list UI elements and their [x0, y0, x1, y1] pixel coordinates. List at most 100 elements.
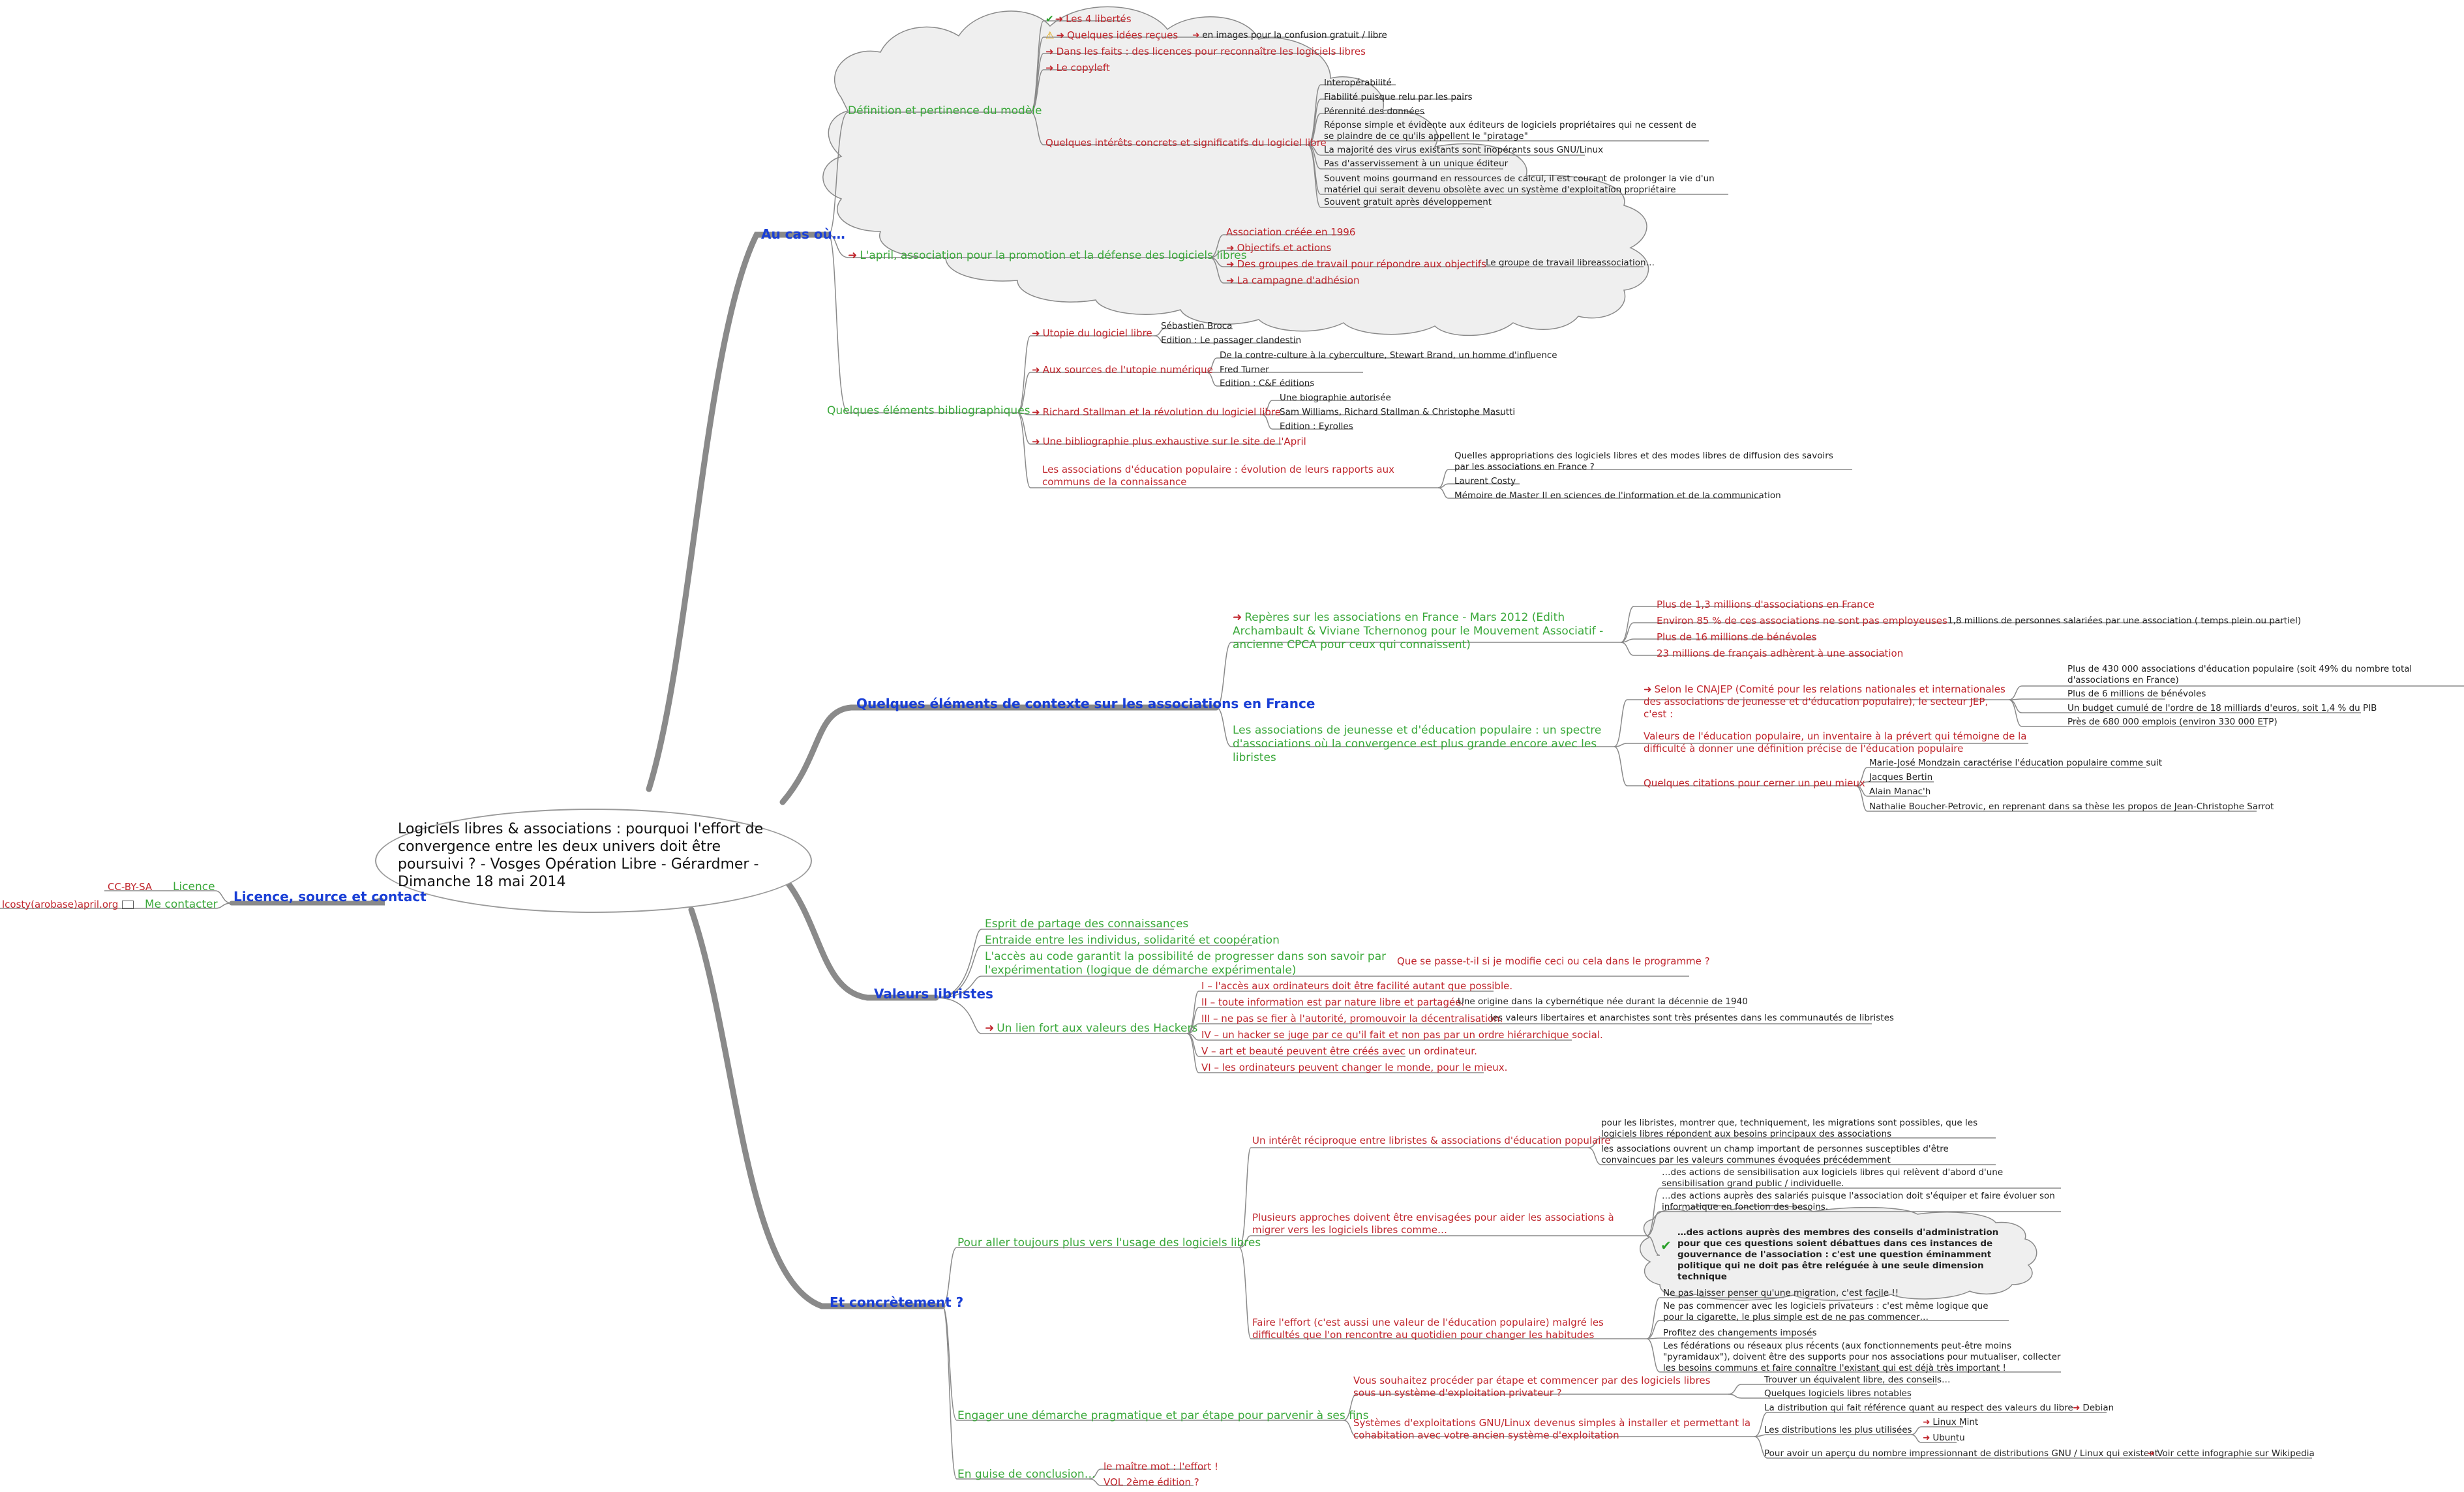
topic-hackers[interactable]: ➜Un lien fort aux valeurs des Hackers: [985, 1022, 1198, 1035]
topic-acces-code[interactable]: L'accès au code garantit la possibilité …: [985, 950, 1387, 977]
topic-idees-recues[interactable]: ⚠➜Quelques idées reçues: [1045, 29, 1179, 41]
leaf-interoperabilite[interactable]: Interopérabilité: [1324, 78, 1392, 88]
topic-hacker-6[interactable]: VI – les ordinateurs peuvent changer le …: [1201, 1062, 1508, 1073]
topic-interets[interactable]: Quelques intérêts concrets et significat…: [1045, 137, 1327, 149]
topic-hacker-4[interactable]: IV – un hacker se juge par ce qu'il fait…: [1201, 1029, 1603, 1041]
leaf-appropriations[interactable]: Quelles appropriations des logiciels lib…: [1454, 451, 1833, 472]
arrow-link-icon[interactable]: ➜: [1923, 1433, 1931, 1443]
leaf-6-millions[interactable]: Plus de 6 millions de bénévoles: [2067, 689, 2206, 699]
leaf-18-millions[interactable]: 1,8 millions de personnes salariées par …: [1947, 616, 2302, 626]
topic-objectifs[interactable]: ➜Objectifs et actions: [1226, 242, 1332, 254]
leaf-equivalent-libre[interactable]: Trouver un équivalent libre, des conseil…: [1764, 1375, 1951, 1385]
leaf-mondzain[interactable]: Marie-José Mondzain caractérise l'éducat…: [1869, 758, 2163, 768]
leaf-asservissement[interactable]: Pas d'asservissement à un unique éditeur: [1324, 158, 1509, 169]
leaf-budget[interactable]: Un budget cumulé de l'ordre de 18 millia…: [2067, 703, 2377, 713]
topic-demarche-pragmatique[interactable]: Engager une démarche pragmatique et par …: [957, 1409, 1369, 1422]
leaf-cc-by-sa[interactable]: CC-BY-SA: [108, 881, 153, 893]
topic-maitre-mot[interactable]: le maître mot : l'effort !: [1104, 1461, 1218, 1472]
topic-hacker-3[interactable]: III – ne pas se fier à l'autorité, promo…: [1201, 1013, 1503, 1024]
arrow-link-icon[interactable]: ➜: [1045, 46, 1054, 57]
topic-valeurs-prevert[interactable]: Valeurs de l'éducation populaire, un inv…: [1644, 730, 2027, 754]
topic-hacker-2[interactable]: II – toute information est par nature li…: [1201, 996, 1465, 1008]
leaf-associations-ouvrent[interactable]: les associations ouvrent un champ import…: [1601, 1144, 1949, 1165]
branch-licence[interactable]: Licence, source et contact: [233, 889, 427, 904]
topic-faire-effort[interactable]: Faire l'effort (c'est aussi une valeur d…: [1252, 1317, 1604, 1341]
leaf-changements-imposes[interactable]: Profitez des changements imposés: [1663, 1328, 1817, 1338]
leaf-cigarette[interactable]: Ne pas commencer avec les logiciels priv…: [1663, 1301, 1989, 1322]
topic-utopie[interactable]: ➜Utopie du logiciel libre: [1032, 327, 1152, 339]
leaf-apercu-distributions[interactable]: Pour avoir un aperçu du nombre impressio…: [1764, 1448, 2159, 1459]
leaf-virus[interactable]: La majorité des virus existants sont ino…: [1324, 145, 1604, 155]
topic-me-contacter[interactable]: Me contacter: [145, 898, 218, 911]
leaf-turner[interactable]: Fred Turner: [1220, 365, 1269, 375]
topic-gnu-linux[interactable]: Systèmes d'exploitations GNU/Linux deven…: [1353, 1417, 1751, 1441]
topic-conclusion[interactable]: En guise de conclusion…: [957, 1468, 1096, 1481]
leaf-piratage[interactable]: Réponse simple et évidente aux éditeurs …: [1324, 120, 1696, 142]
arrow-link-icon[interactable]: ➜: [1056, 29, 1065, 41]
leaf-costy[interactable]: Laurent Costy: [1454, 476, 1516, 486]
arrow-link-icon[interactable]: ➜: [1233, 611, 1242, 624]
topic-association-1996[interactable]: Association créée en 1996: [1226, 226, 1356, 238]
leaf-manach[interactable]: Alain Manac'h: [1869, 786, 1931, 797]
central-topic-bubble[interactable]: [375, 809, 812, 913]
leaf-conseils-administration[interactable]: ✔…des actions auprès des membres des con…: [1660, 1227, 1999, 1282]
arrow-link-icon[interactable]: ➜: [2147, 1448, 2155, 1459]
arrow-link-icon[interactable]: ➜: [1032, 436, 1040, 447]
topic-en-images[interactable]: ➜en images pour la confusion gratuit / l…: [1192, 30, 1387, 40]
topic-partage[interactable]: Esprit de partage des connaissances: [985, 918, 1189, 931]
topic-23-millions[interactable]: 23 millions de français adhèrent à une a…: [1657, 648, 1904, 659]
topic-stallman[interactable]: ➜Richard Stallman et la révolution du lo…: [1032, 406, 1281, 418]
topic-copyleft[interactable]: ➜Le copyleft: [1045, 62, 1110, 74]
leaf-contre-culture[interactable]: De la contre-culture à la cyberculture, …: [1220, 350, 1557, 361]
leaf-salaries[interactable]: …des actions auprès des salariés puisque…: [1662, 1191, 2055, 1212]
leaf-emplois[interactable]: Près de 680 000 emplois (environ 330 000…: [2067, 717, 2277, 727]
topic-reperes[interactable]: ➜Repères sur les associations en France …: [1233, 611, 1604, 651]
leaf-boucher-petrovic[interactable]: Nathalie Boucher-Petrovic, en reprenant …: [1869, 801, 2274, 812]
branch-concretement[interactable]: Et concrètement ?: [830, 1294, 964, 1310]
leaf-libertaires[interactable]: les valeurs libertaires et anarchistes s…: [1490, 1013, 1894, 1023]
topic-que-se-passe[interactable]: Que se passe-t-il si je modifie ceci ou …: [1397, 955, 1710, 967]
leaf-broca[interactable]: Sébastien Broca: [1161, 321, 1233, 331]
arrow-link-icon[interactable]: ➜: [1226, 242, 1235, 254]
arrow-link-icon[interactable]: ➜: [848, 249, 858, 262]
arrow-link-icon[interactable]: ➜: [1644, 683, 1652, 695]
topic-usage-logiciels[interactable]: Pour aller toujours plus vers l'usage de…: [957, 1236, 1261, 1249]
topic-85-pourcent[interactable]: Environ 85 % de ces associations ne sont…: [1657, 615, 1947, 627]
leaf-passager[interactable]: Edition : Le passager clandestin: [1161, 335, 1302, 346]
topic-associations-edu-pop[interactable]: Les associations d'éducation populaire :…: [1042, 464, 1394, 488]
arrow-link-icon[interactable]: ➜: [1192, 30, 1200, 40]
topic-vol-2[interactable]: VOL 2ème édition ?: [1104, 1476, 1199, 1488]
arrow-link-icon[interactable]: ➜: [1226, 275, 1235, 286]
topic-definition[interactable]: Définition et pertinence du modèle: [848, 104, 1042, 117]
leaf-430000[interactable]: Plus de 430 000 associations d'éducation…: [2067, 664, 2412, 685]
leaf-libreassociation[interactable]: Le groupe de travail libreassociation…: [1486, 258, 1655, 268]
topic-sources-utopie[interactable]: ➜Aux sources de l'utopie numérique: [1032, 364, 1213, 376]
arrow-link-icon[interactable]: ➜: [1923, 1417, 1931, 1427]
topic-adhesion[interactable]: ➜La campagne d'adhésion: [1226, 275, 1360, 286]
topic-entraide[interactable]: Entraide entre les individus, solidarité…: [985, 934, 1280, 947]
leaf-perennite[interactable]: Pérennité des données: [1324, 106, 1425, 117]
topic-licences[interactable]: ➜Dans les faits : des licences pour reco…: [1045, 46, 1366, 57]
arrow-link-icon[interactable]: ➜: [1032, 406, 1040, 418]
leaf-bertin[interactable]: Jacques Bertin: [1869, 772, 1933, 783]
topic-hacker-1[interactable]: I – l'accès aux ordinateurs doit être fa…: [1201, 980, 1513, 992]
leaf-sensibilisation[interactable]: …des actions de sensibilisation aux logi…: [1662, 1167, 2004, 1189]
leaf-williams[interactable]: Sam Williams, Richard Stallman & Christo…: [1280, 407, 1516, 417]
leaf-distributions-utilisees[interactable]: Les distributions les plus utilisées: [1764, 1425, 1912, 1435]
branch-au-cas-ou[interactable]: Au cas où…: [761, 226, 845, 242]
topic-licence[interactable]: Licence: [173, 880, 215, 893]
arrow-link-icon[interactable]: ➜: [1032, 327, 1040, 339]
leaf-email[interactable]: lcosty(arobase)april.org: [2, 899, 134, 911]
topic-par-etape[interactable]: Vous souhaitez procéder par étape et com…: [1353, 1375, 1711, 1399]
leaf-fiabilite[interactable]: Fiabilité puisque relu par les pairs: [1324, 92, 1473, 102]
leaf-migration-facile[interactable]: Ne pas laisser penser qu'une migration, …: [1663, 1288, 1899, 1298]
topic-april[interactable]: ➜L'april, association pour la promotion …: [848, 249, 1247, 262]
leaf-memoire[interactable]: Mémoire de Master II en sciences de l'in…: [1454, 490, 1781, 501]
topic-hacker-5[interactable]: V – art et beauté peuvent être créés ave…: [1201, 1045, 1477, 1057]
arrow-link-icon[interactable]: ➜: [2073, 1403, 2081, 1413]
leaf-cf-editions[interactable]: Edition : C&F éditions: [1220, 378, 1315, 389]
leaf-gratuit[interactable]: Souvent gratuit après développement: [1324, 197, 1492, 207]
arrow-link-icon[interactable]: ➜: [1226, 258, 1235, 270]
branch-contexte[interactable]: Quelques éléments de contexte sur les as…: [856, 696, 1315, 711]
arrow-link-icon[interactable]: ➜: [1045, 62, 1054, 74]
